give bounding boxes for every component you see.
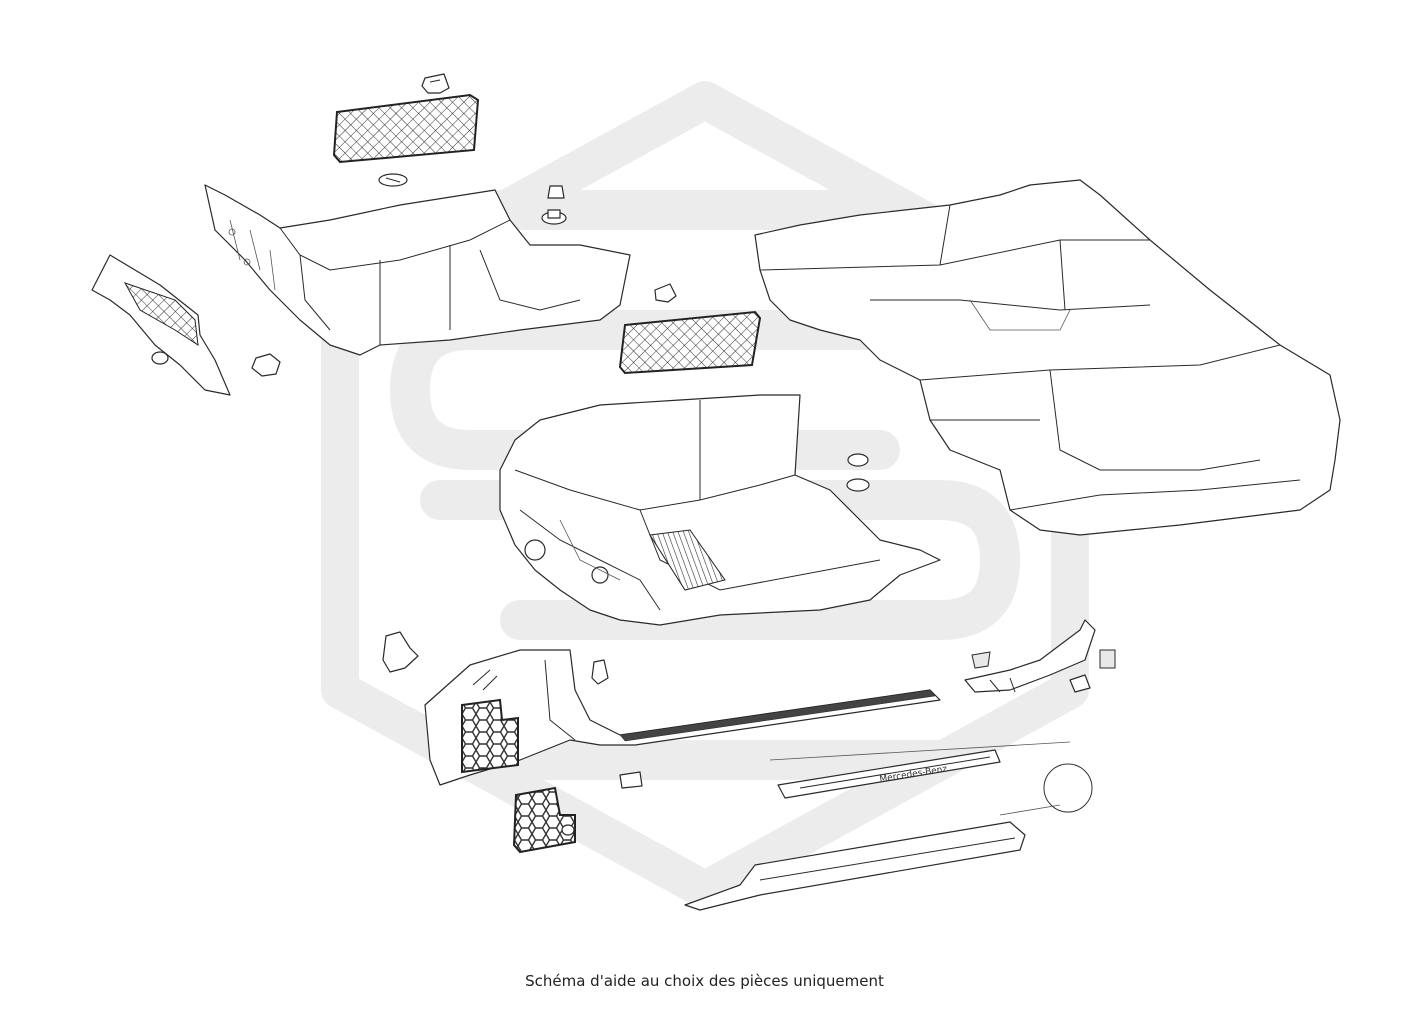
side-sill-trim-left [424, 649, 941, 786]
lower-door-sill [684, 821, 1026, 911]
honeycomb-cover [512, 786, 576, 854]
middle-trunk-carpet [499, 394, 941, 626]
clip-lower-center [591, 659, 609, 685]
clip-right-a [971, 651, 991, 669]
clip-right-b [1099, 649, 1116, 669]
fastener-left [251, 353, 281, 377]
right-sill-bracket [964, 619, 1096, 693]
fastener-top-1 [541, 185, 567, 225]
top-mesh-panel [332, 93, 480, 164]
clip-center [654, 283, 677, 303]
detail-circle [1043, 763, 1093, 813]
detail-frame-lines [769, 741, 1071, 816]
center-mesh-panel [618, 310, 762, 375]
front-carpet-left [204, 184, 631, 356]
diagram-caption: Schéma d'aide au choix des pièces unique… [525, 972, 884, 990]
clip-lower-left [382, 631, 419, 673]
rear-carpet-right [754, 179, 1341, 536]
side-grille-bracket [91, 254, 231, 396]
clip-top [421, 73, 450, 94]
clip-lower-small [619, 771, 643, 789]
clip-right-c [1069, 674, 1091, 693]
fastener-center [846, 453, 870, 492]
clip-mid-left [378, 173, 408, 187]
